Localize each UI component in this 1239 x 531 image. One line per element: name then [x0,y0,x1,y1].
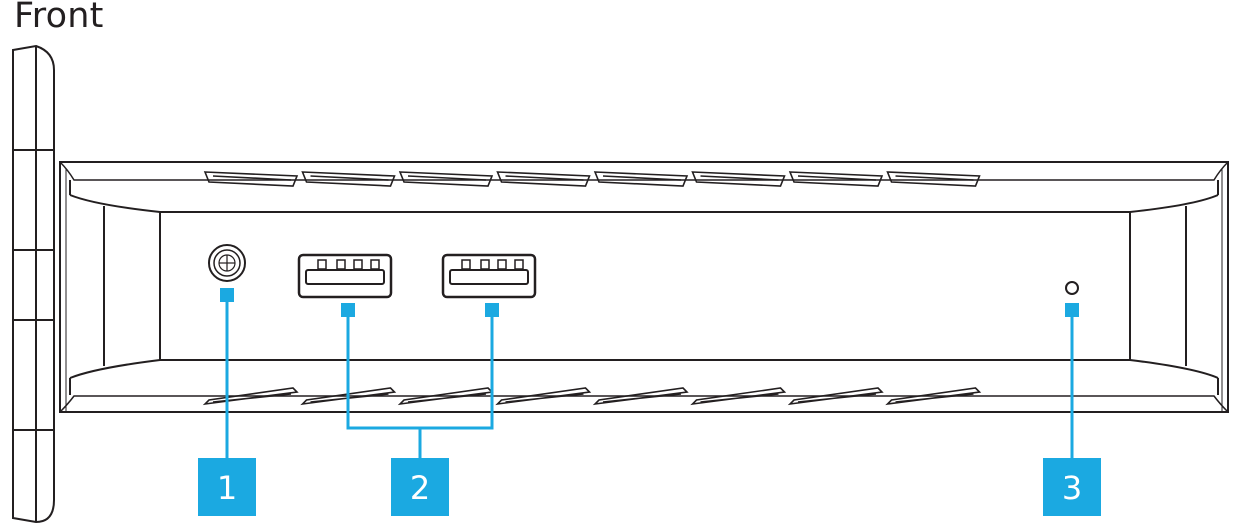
vent-slot-top [398,171,494,187]
callout-anchors [220,288,1079,317]
callout-leaders [225,295,1074,460]
anchor-3 [1065,303,1079,317]
usb-port-1 [297,253,393,299]
vent-slots [202,171,982,406]
callout-1: 1 [198,458,256,516]
vent-slot-top [496,171,591,187]
vent-slot-bottom [397,387,494,406]
power-led [1065,281,1079,295]
callout-2-label: 2 [410,469,430,507]
stand-bracket [12,44,55,524]
vent-slot-bottom [495,387,592,406]
anchor-2a [341,303,355,317]
power-jack [208,244,246,282]
vent-slot-top [788,171,884,187]
vent-slot-top [691,171,786,187]
vent-slot-top [301,171,396,187]
usb-port-2 [441,253,537,299]
vent-slot-bottom [885,387,982,406]
callout-3-label: 3 [1062,469,1082,507]
chassis [59,161,1229,413]
vent-slot-top [886,171,981,187]
callout-2: 2 [391,458,449,516]
vent-slot-bottom [592,387,689,406]
vent-slot-top [203,171,299,187]
callout-1-label: 1 [217,469,237,507]
diagram-title: Front [14,0,104,36]
vent-slot-bottom [690,387,787,406]
anchor-1 [220,288,234,302]
vent-slot-top [593,171,689,187]
vent-slot-bottom [787,387,884,406]
anchor-2b [485,303,499,317]
callout-3: 3 [1043,458,1101,516]
